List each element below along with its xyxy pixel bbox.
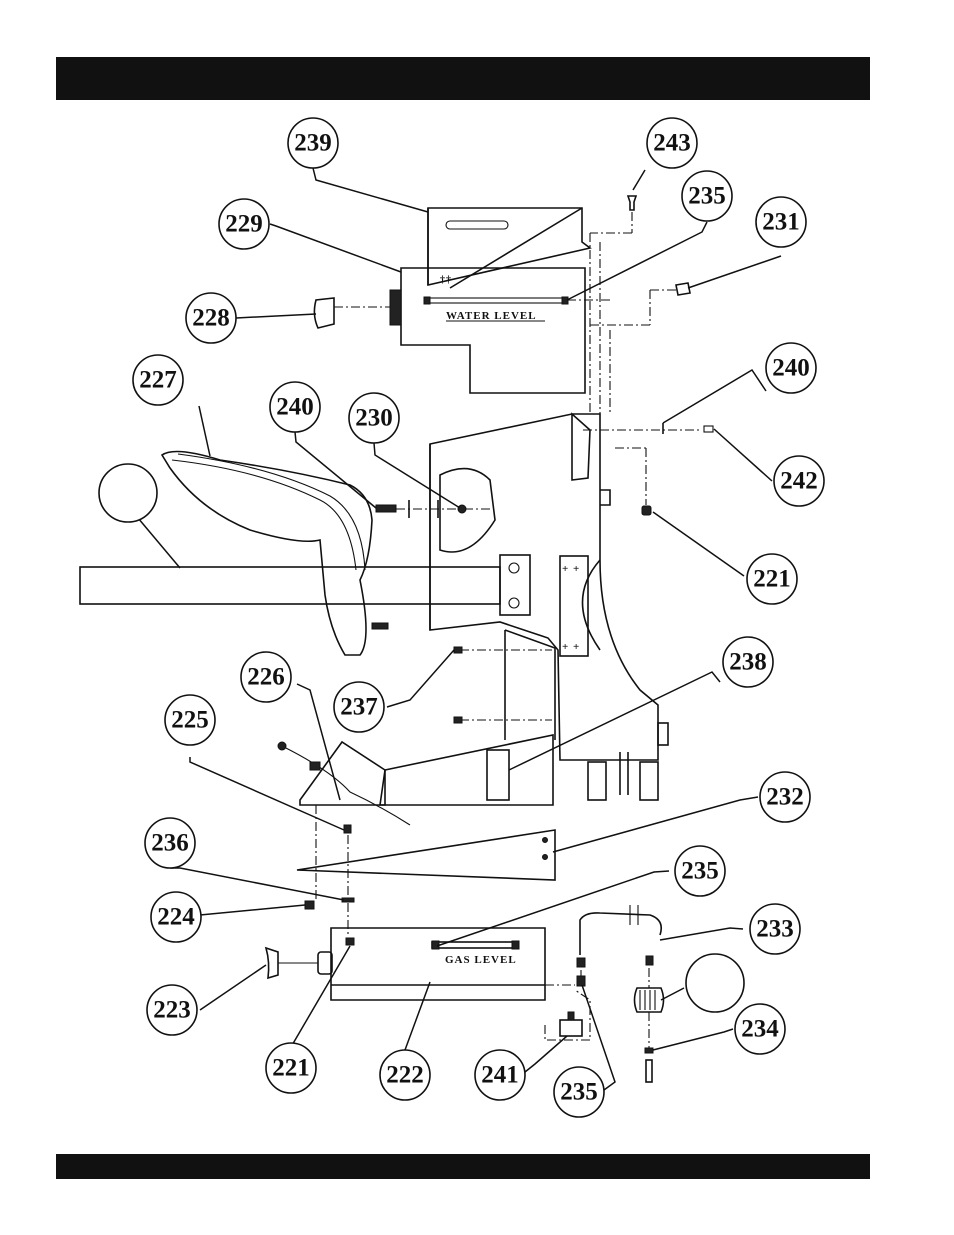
- svg-text:233: 233: [756, 916, 794, 943]
- svg-text:237: 237: [340, 694, 378, 721]
- svg-text:231: 231: [762, 209, 800, 236]
- handle-assembly: [162, 451, 388, 655]
- callout-239: 239: [288, 118, 338, 168]
- gas-level-label: GAS LEVEL: [445, 954, 517, 966]
- svg-text:227: 227: [139, 367, 177, 394]
- svg-text:241: 241: [481, 1062, 519, 1089]
- callout-232: 232: [760, 772, 810, 822]
- water-tank-assembly: †† WATER LEVEL: [314, 196, 690, 415]
- svg-text:240: 240: [276, 394, 314, 421]
- svg-text:226: 226: [247, 664, 285, 691]
- svg-text:235: 235: [560, 1079, 598, 1106]
- callout-221-bottom: 221: [266, 1043, 316, 1093]
- callout-242: 242: [774, 456, 824, 506]
- svg-text:234: 234: [741, 1016, 779, 1043]
- svg-text:232: 232: [766, 784, 804, 811]
- callout-226: 226: [241, 652, 291, 702]
- callout-225: 225: [165, 695, 215, 745]
- callout-blank-left: [99, 464, 157, 522]
- svg-text:235: 235: [681, 858, 719, 885]
- svg-text:230: 230: [355, 405, 393, 432]
- callout-235-top: 235: [682, 171, 732, 221]
- callout-221-top: 221: [747, 554, 797, 604]
- svg-text:242: 242: [780, 468, 818, 495]
- callout-230: 230: [349, 393, 399, 443]
- callout-227: 227: [133, 355, 183, 405]
- fuel-tank-assembly: GAS LEVEL: [266, 905, 664, 1082]
- callout-224: 224: [151, 892, 201, 942]
- svg-text:+ +: + +: [562, 563, 580, 575]
- callout-238: 238: [723, 637, 773, 687]
- callout-237: 237: [334, 682, 384, 732]
- svg-text:+ +: + +: [562, 641, 580, 653]
- frame-assembly: + + + +: [80, 414, 713, 805]
- water-level-label: WATER LEVEL: [446, 310, 537, 322]
- svg-text:235: 235: [688, 183, 726, 210]
- svg-text:††: ††: [440, 275, 452, 286]
- callout-240-right: 240: [766, 343, 816, 393]
- callout-235-bottom: 235: [554, 1067, 604, 1117]
- svg-text:221: 221: [753, 566, 791, 593]
- svg-text:223: 223: [153, 997, 191, 1024]
- tank-bracket: [297, 830, 555, 909]
- svg-text:225: 225: [171, 707, 209, 734]
- callout-228: 228: [186, 293, 236, 343]
- svg-text:238: 238: [729, 649, 767, 676]
- callout-236: 236: [145, 818, 195, 868]
- callout-222: 222: [380, 1050, 430, 1100]
- svg-text:222: 222: [386, 1062, 424, 1089]
- leader-lines: [138, 168, 781, 1090]
- svg-text:224: 224: [157, 904, 195, 931]
- callout-243: 243: [647, 118, 697, 168]
- callout-223: 223: [147, 985, 197, 1035]
- callout-235-mid: 235: [675, 846, 725, 896]
- callout-229: 229: [219, 199, 269, 249]
- svg-text:228: 228: [192, 305, 230, 332]
- svg-text:239: 239: [294, 130, 332, 157]
- svg-text:240: 240: [772, 355, 810, 382]
- callout-233: 233: [750, 904, 800, 954]
- svg-text:229: 229: [225, 211, 263, 238]
- callout-231: 231: [756, 197, 806, 247]
- svg-text:221: 221: [272, 1055, 310, 1082]
- svg-text:236: 236: [151, 830, 189, 857]
- callout-234: 234: [735, 1004, 785, 1054]
- callout-blank-filter: [686, 954, 744, 1012]
- callout-240-left: 240: [270, 382, 320, 432]
- callout-241: 241: [475, 1050, 525, 1100]
- svg-text:243: 243: [653, 130, 691, 157]
